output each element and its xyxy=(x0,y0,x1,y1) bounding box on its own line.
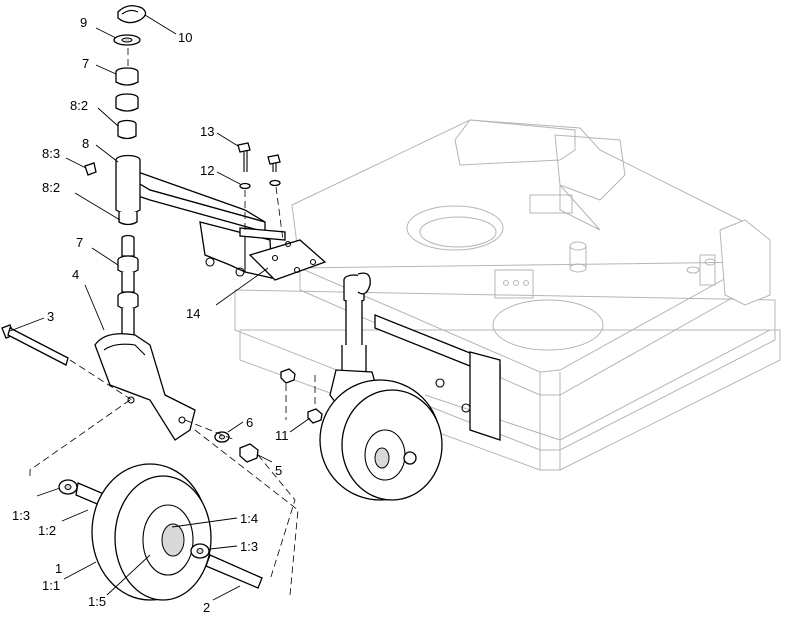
callout-1-3-right: 1:3 xyxy=(240,539,258,554)
callout-1-2: 1:2 xyxy=(38,523,56,538)
callout-7-lower: 7 xyxy=(76,235,83,250)
caster-arm xyxy=(137,171,327,281)
callout-8-3: 8:3 xyxy=(42,146,60,161)
callout-2: 2 xyxy=(203,600,210,615)
callout-7-upper: 7 xyxy=(82,56,89,71)
callout-12: 12 xyxy=(200,163,214,178)
callout-1-1: 1:1 xyxy=(42,578,60,593)
callout-3: 3 xyxy=(47,309,54,324)
callout-10: 10 xyxy=(178,30,192,45)
axle-bolt xyxy=(1,324,69,366)
caster-fork xyxy=(94,333,196,441)
callout-labels: 9 10 7 8:2 8 8:3 8:2 7 4 3 13 12 14 6 11… xyxy=(12,15,289,615)
callout-8-2-lower: 8:2 xyxy=(42,180,60,195)
right-caster-assembly xyxy=(319,272,501,501)
callout-11: 11 xyxy=(275,428,289,443)
leader-lines xyxy=(9,14,311,601)
callout-4: 4 xyxy=(72,267,79,282)
callout-1: 1 xyxy=(55,561,62,576)
callout-6: 6 xyxy=(246,415,253,430)
callout-13: 13 xyxy=(200,124,214,139)
callout-8-2-upper: 8:2 xyxy=(70,98,88,113)
callout-8: 8 xyxy=(82,136,89,151)
alignment-lines xyxy=(29,48,316,596)
mower-deck-ghost xyxy=(234,119,781,471)
callout-1-4: 1:4 xyxy=(240,511,258,526)
callout-14: 14 xyxy=(186,306,200,321)
callout-1-3-left: 1:3 xyxy=(12,508,30,523)
caster-stem-stack xyxy=(84,5,147,339)
front-wheel xyxy=(58,463,263,601)
callout-5: 5 xyxy=(275,463,282,478)
callout-1-5: 1:5 xyxy=(88,594,106,609)
mount-bolts xyxy=(237,142,281,190)
hardware-nuts xyxy=(214,368,323,463)
callout-9: 9 xyxy=(80,15,87,30)
